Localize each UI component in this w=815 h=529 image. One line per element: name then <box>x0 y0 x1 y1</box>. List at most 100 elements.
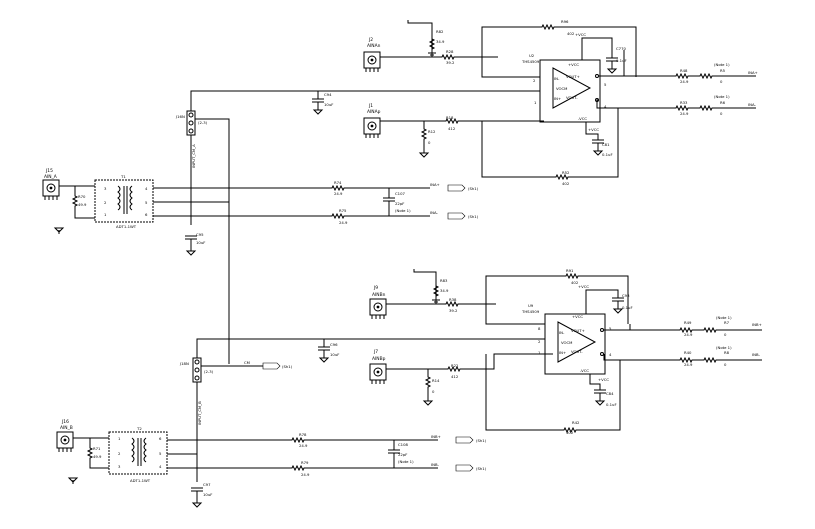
resistor-r78 <box>167 436 438 444</box>
output-inb-minus <box>603 354 762 364</box>
capacitor-c107 <box>383 188 395 216</box>
svg-text:(Note 1): (Note 1) <box>716 345 732 350</box>
svg-text:0.1uF: 0.1uF <box>616 58 627 63</box>
svg-text:(Sh1): (Sh1) <box>476 466 487 471</box>
svg-text:412: 412 <box>451 374 459 379</box>
svg-text:(Note 1): (Note 1) <box>398 459 414 464</box>
svg-text:6: 6 <box>159 436 162 441</box>
resistor-r12 <box>420 121 428 153</box>
svg-text:R79: R79 <box>301 460 309 465</box>
svg-text:J7: J7 <box>373 349 378 355</box>
connector-j15: J15 AIN_A <box>42 168 60 200</box>
svg-text:2: 2 <box>538 339 541 344</box>
svg-text:VOUT+: VOUT+ <box>566 74 580 79</box>
svg-text:(2-3): (2-3) <box>204 369 214 374</box>
svg-text:5: 5 <box>159 451 162 456</box>
svg-text:R12: R12 <box>428 129 436 134</box>
svg-text:T1: T1 <box>120 174 126 179</box>
svg-text:C108: C108 <box>398 442 408 447</box>
svg-text:49.9: 49.9 <box>93 454 102 459</box>
capacitor-c93 <box>585 289 624 314</box>
svg-text:ADT1-1WT: ADT1-1WT <box>116 224 137 229</box>
svg-text:AIN_A: AIN_A <box>44 174 57 180</box>
svg-text:C97: C97 <box>203 482 211 487</box>
capacitor-c96 <box>318 339 330 358</box>
capacitor-c97 <box>191 382 203 503</box>
svg-text:R38: R38 <box>449 297 457 302</box>
svg-text:4: 4 <box>609 352 612 357</box>
svg-text:0.1uF: 0.1uF <box>602 152 613 157</box>
svg-text:4: 4 <box>159 464 162 469</box>
svg-text:-VCC: -VCC <box>578 116 587 121</box>
svg-text:49.9: 49.9 <box>78 202 87 207</box>
svg-text:R42: R42 <box>572 420 580 425</box>
svg-text:J15: J15 <box>45 168 53 174</box>
svg-text:R78: R78 <box>299 432 307 437</box>
capacitor-c770 <box>606 57 618 69</box>
svg-text:(Note 1): (Note 1) <box>714 62 730 67</box>
svg-text:R28: R28 <box>446 49 454 54</box>
svg-text:402: 402 <box>571 280 579 285</box>
svg-text:J16N: J16N <box>175 114 185 119</box>
j2-ref: J2 <box>368 37 373 43</box>
svg-text:0: 0 <box>720 111 723 116</box>
svg-text:4: 4 <box>145 186 148 191</box>
svg-text:(Sh1): (Sh1) <box>282 364 293 369</box>
svg-text:R7: R7 <box>724 320 730 325</box>
svg-text:THS4509: THS4509 <box>521 59 540 64</box>
channel-a: J2 AINAn R82 34.9 R28 39.2 R96 402 U2 TH… <box>42 19 758 364</box>
connector-j1: J1 AINAp <box>363 103 381 138</box>
svg-text:402: 402 <box>567 31 575 36</box>
svg-text:0.1uF: 0.1uF <box>622 305 633 310</box>
capacitor-c84 <box>589 374 606 401</box>
svg-text:34.9: 34.9 <box>436 39 445 44</box>
svg-text:VOUT-: VOUT- <box>571 349 583 354</box>
svg-text:402: 402 <box>566 430 574 435</box>
svg-text:C95: C95 <box>196 232 204 237</box>
svg-text:R18: R18 <box>446 115 454 120</box>
svg-text:INPUT_CM_A: INPUT_CM_A <box>191 144 196 168</box>
svg-text:J16: J16 <box>61 419 69 425</box>
svg-text:+VCC: +VCC <box>578 284 589 289</box>
output-ina-plus <box>623 50 756 80</box>
svg-text:5: 5 <box>145 200 148 205</box>
svg-text:ADT1-1WT: ADT1-1WT <box>130 478 151 483</box>
resistor-r74 <box>153 184 430 192</box>
svg-text:INA-: INA- <box>748 102 756 107</box>
svg-text:R70: R70 <box>78 194 86 199</box>
svg-text:R96: R96 <box>561 19 569 24</box>
resistor-r75 <box>153 212 430 220</box>
resistor-r83 <box>432 280 440 300</box>
svg-text:INB-: INB- <box>752 352 761 357</box>
svg-text:C770: C770 <box>616 46 626 51</box>
wire <box>380 20 433 58</box>
svg-text:THS4509: THS4509 <box>521 309 540 314</box>
net-tag-ina-minus <box>447 212 466 220</box>
svg-text:R71: R71 <box>93 446 101 451</box>
svg-text:AINBp: AINBp <box>372 356 386 362</box>
svg-text:1: 1 <box>534 100 537 105</box>
svg-text:1: 1 <box>118 436 121 441</box>
svg-text:AINAp: AINAp <box>367 109 381 115</box>
svg-text:R49: R49 <box>684 320 692 325</box>
svg-text:C93: C93 <box>622 293 630 298</box>
svg-text:R5: R5 <box>720 68 726 73</box>
transformer-t1: T1 ADT1-1WT 3 2 1 4 5 6 <box>94 174 154 229</box>
transformer-t2: T2 ADT1-1WT 1 2 3 6 5 4 <box>108 426 168 483</box>
feedback-wire-b-bottom <box>485 354 621 434</box>
svg-text:INPUT_CM_B: INPUT_CM_B <box>197 401 202 425</box>
svg-text:R14: R14 <box>432 378 440 383</box>
svg-text:22pF: 22pF <box>398 452 407 457</box>
svg-text:10uF: 10uF <box>196 240 205 245</box>
svg-text:R83: R83 <box>440 278 448 283</box>
jumper-b: J18N (2-3) INPUT_CM_B <box>179 357 214 425</box>
svg-text:VOCM: VOCM <box>556 86 567 91</box>
svg-text:34.9: 34.9 <box>440 288 449 293</box>
svg-text:5: 5 <box>609 326 612 331</box>
svg-text:+VCC: +VCC <box>572 314 583 319</box>
feedback-wire-b-top <box>485 272 629 324</box>
svg-text:J1: J1 <box>368 103 373 109</box>
net-tag-cm <box>262 362 281 370</box>
svg-text:R82: R82 <box>436 29 444 34</box>
svg-text:8: 8 <box>538 326 541 331</box>
